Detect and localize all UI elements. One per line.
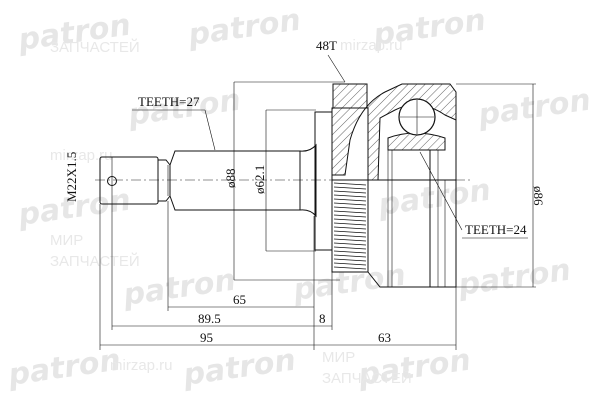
abs-tooth: [333, 206, 367, 210]
abs-tooth: [333, 254, 367, 258]
watermark-shop: ЗАПЧАСТЕЙ: [50, 38, 140, 56]
watermark-logo: patron: [290, 258, 408, 309]
watermark-logo: patron: [455, 253, 573, 304]
abs-tooth: [333, 238, 367, 242]
dim-8: 8: [319, 311, 326, 326]
abs-tooth: [333, 190, 367, 194]
watermarks: patron patron patron patron patron patro…: [5, 3, 593, 394]
watermark-shop: ЗАПЧАСТЕЙ: [322, 369, 412, 387]
label-dia-88: ø88: [223, 169, 238, 189]
abs-tooth: [333, 266, 367, 270]
watermark-logo: patron: [180, 343, 298, 394]
abs-tooth: [333, 246, 367, 250]
watermark-shop: МИР: [322, 349, 355, 366]
dim-65: 65: [233, 292, 246, 307]
label-dia-86: ø86: [531, 186, 546, 206]
label-48t: 48T: [316, 38, 337, 53]
label-teeth-24: TEETH=24: [465, 222, 527, 237]
dim-95: 95: [200, 330, 213, 345]
abs-ring: [314, 83, 369, 273]
dim-89-5: 89.5: [198, 311, 221, 326]
abs-tooth: [333, 202, 367, 206]
horizontal-dimensions: [99, 201, 457, 350]
abs-ring-teeth: [333, 182, 367, 270]
abs-tooth: [333, 210, 367, 214]
vertical-dimensions: [233, 81, 536, 288]
watermark-site: mirzap.ru: [110, 357, 173, 374]
outer-stem: [99, 143, 317, 218]
watermark-shop: МИР: [50, 232, 83, 249]
watermark-logo: patron: [185, 3, 303, 54]
abs-tooth: [333, 262, 367, 266]
abs-tooth: [333, 218, 367, 222]
abs-tooth: [333, 182, 367, 186]
watermark-shop: ЗАПЧАСТЕЙ: [50, 252, 140, 270]
bell-housing: [331, 83, 457, 288]
label-teeth-27: TEETH=27: [138, 94, 200, 109]
abs-tooth: [333, 234, 367, 238]
abs-tooth: [333, 250, 367, 254]
abs-tooth: [333, 186, 367, 190]
watermark-site: mirzap.ru: [50, 147, 113, 164]
watermark-logo: patron: [475, 83, 593, 134]
label-thread: M22X1.5: [64, 152, 79, 202]
label-dia-62-1: ø62.1: [252, 165, 267, 194]
abs-tooth: [333, 198, 367, 202]
watermark-logo: patron: [5, 343, 123, 394]
abs-tooth: [333, 194, 367, 198]
abs-tooth: [333, 214, 367, 218]
watermark-logo: patron: [120, 263, 238, 314]
abs-tooth: [333, 258, 367, 262]
abs-tooth: [333, 222, 367, 226]
watermark-site: mirzap.ru: [340, 37, 403, 54]
cotter-pin-hole: [107, 176, 117, 186]
dim-63: 63: [378, 330, 391, 345]
leaders: [132, 54, 528, 239]
abs-tooth: [333, 242, 367, 246]
abs-tooth: [333, 230, 367, 234]
abs-tooth: [333, 226, 367, 230]
